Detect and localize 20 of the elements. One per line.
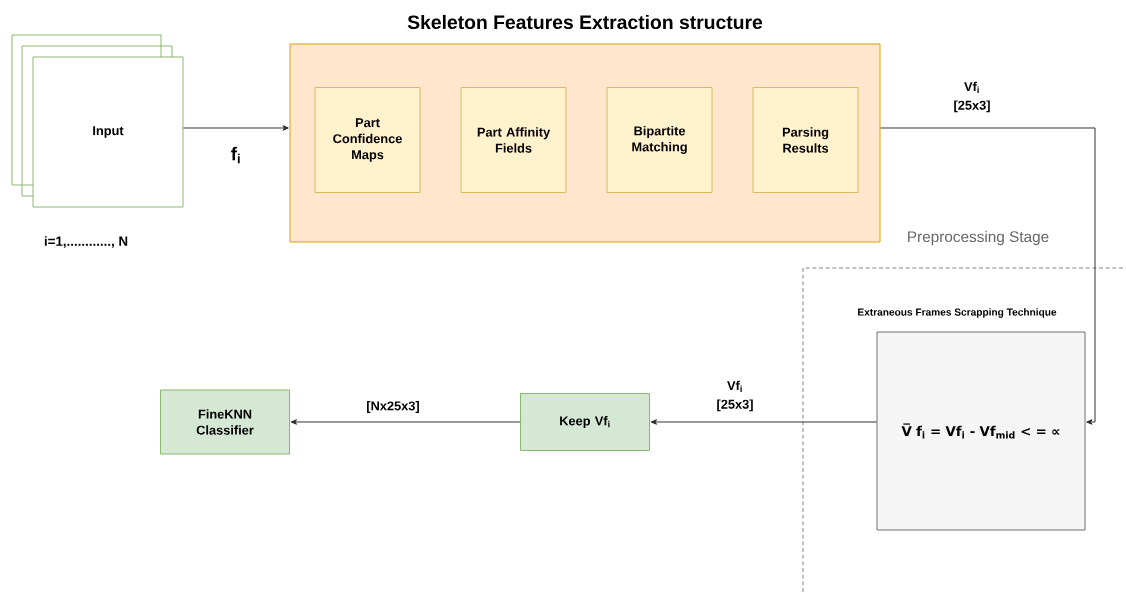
arrow — [880, 127, 1096, 425]
stage-label: Preprocessing Stage — [908, 230, 1049, 246]
heading: Extraneous Frames Scrapping Technique — [858, 308, 1057, 318]
heading: Skeleton Features Extraction structure — [407, 14, 763, 30]
edge-label: [Nx25x3] — [365, 399, 421, 415]
index-range-label: i=1,............, N — [44, 236, 128, 248]
edge-label: Vf$_{i}$ [25x3] — [944, 80, 1000, 114]
process-box: Parsing Results — [752, 87, 859, 193]
process-box: Part Confidence Maps — [314, 87, 421, 193]
process-box: FineKNN Classifier — [160, 389, 290, 455]
edge-label: Vf$_{i}$ [25x3] — [707, 379, 763, 413]
process-box: Bipartite Matching — [606, 87, 713, 193]
formula-box: V̅ f$_{i}$ = Vf$_{i}$ - Vf$_{mid}$ < = ∝ — [876, 331, 1086, 531]
arrow — [290, 419, 521, 425]
edge-label: f$_{i}$ — [229, 145, 243, 165]
input-frame-stack: Input — [11, 34, 184, 208]
arrow — [650, 419, 877, 425]
process-box: Part Affinity Fields — [460, 87, 567, 193]
arrow — [183, 125, 289, 131]
process-box: Keep Vf$_{i}$ — [520, 393, 650, 451]
